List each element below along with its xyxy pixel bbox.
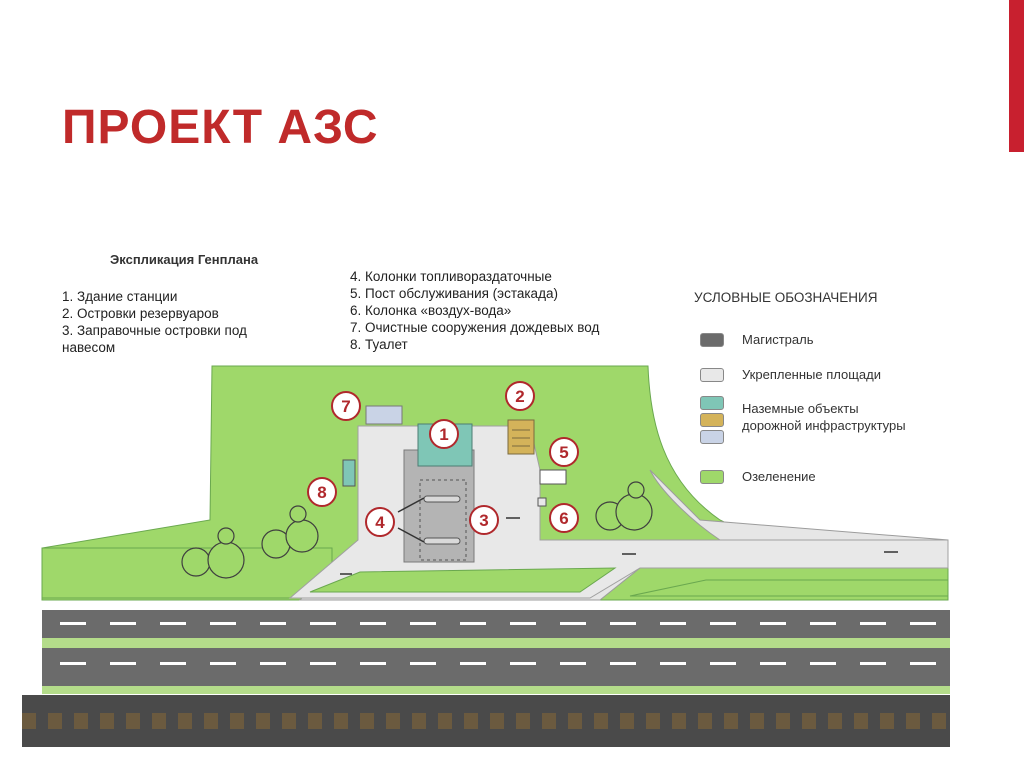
legend-label: Наземные объекты xyxy=(742,401,859,416)
canopy xyxy=(403,449,475,563)
toilet xyxy=(342,459,356,487)
explication-item: 2. Островки резервуаров xyxy=(62,306,219,321)
legend-swatch-objects-3 xyxy=(700,430,724,444)
legend-label: дорожной инфраструктуры xyxy=(742,418,906,433)
svg-text:2: 2 xyxy=(515,387,524,406)
explication-title: Экспликация Генплана xyxy=(110,252,259,267)
bottom-strip xyxy=(22,695,950,747)
explication-item: навесом xyxy=(62,340,116,355)
svg-text:1: 1 xyxy=(439,425,448,444)
green-island xyxy=(309,567,617,593)
legend-swatch-greenery xyxy=(700,470,724,484)
svg-text:5: 5 xyxy=(559,443,568,462)
marker-4: 4 xyxy=(365,507,395,537)
legend-label: Магистраль xyxy=(742,332,814,347)
explication-list-1: 1. Здание станции 2. Островки резервуаро… xyxy=(62,288,247,356)
road-verge xyxy=(42,686,950,694)
marker-3: 3 xyxy=(469,505,499,535)
svg-text:8: 8 xyxy=(317,483,326,502)
explication-list-2: 4. Колонки топливораздаточные 5. Пост об… xyxy=(350,268,599,353)
explication-item: 4. Колонки топливораздаточные xyxy=(350,269,552,284)
marker-5: 5 xyxy=(549,437,579,467)
bottom-strip-dashes xyxy=(22,713,946,729)
direction-arrows xyxy=(340,497,898,575)
lane-markings xyxy=(60,622,936,665)
legend-swatch-paved xyxy=(700,368,724,382)
slide-title: ПРОЕКТ АЗС xyxy=(62,101,379,154)
legend-swatch-objects-1 xyxy=(700,396,724,410)
legend-label: Укрепленные площади xyxy=(742,367,881,382)
tank-island xyxy=(507,419,535,455)
green-island-right xyxy=(629,579,949,597)
marker-1: 1 xyxy=(429,419,459,449)
legend-title: УСЛОВНЫЕ ОБОЗНАЧЕНИЯ xyxy=(694,290,878,305)
legend-label: Озеленение xyxy=(742,469,816,484)
explication-item: 1. Здание станции xyxy=(62,289,178,304)
marker-2: 2 xyxy=(505,381,535,411)
explication-item: 7. Очистные сооружения дождевых вод xyxy=(350,320,600,335)
legend-swatch-objects-2 xyxy=(700,413,724,427)
svg-text:7: 7 xyxy=(341,397,350,416)
marker-6: 6 xyxy=(549,503,579,533)
explication-item: 5. Пост обслуживания (эстакада) xyxy=(350,286,558,301)
service-post xyxy=(539,469,567,485)
accent-bar xyxy=(1009,0,1024,152)
fuel-island-bottom xyxy=(423,537,461,545)
fuel-island-outline xyxy=(419,479,467,561)
trees xyxy=(181,481,653,579)
plan-markers: 1 2 3 4 5 6 7 8 xyxy=(307,381,579,537)
treatment-facility xyxy=(365,405,403,425)
svg-text:3: 3 xyxy=(479,511,488,530)
fuel-island-top xyxy=(423,495,461,503)
main-road xyxy=(42,610,950,690)
explication-item: 6. Колонка «воздух-вода» xyxy=(350,303,512,318)
explication-item: 3. Заправочные островки под xyxy=(62,323,247,338)
explication-item: 8. Туалет xyxy=(350,337,408,352)
air-water-column xyxy=(537,497,547,507)
marker-7: 7 xyxy=(331,391,361,421)
svg-text:4: 4 xyxy=(375,513,385,532)
median-strip xyxy=(42,638,950,648)
marker-8: 8 xyxy=(307,477,337,507)
svg-text:6: 6 xyxy=(559,509,568,528)
legend-swatch-road xyxy=(700,333,724,347)
